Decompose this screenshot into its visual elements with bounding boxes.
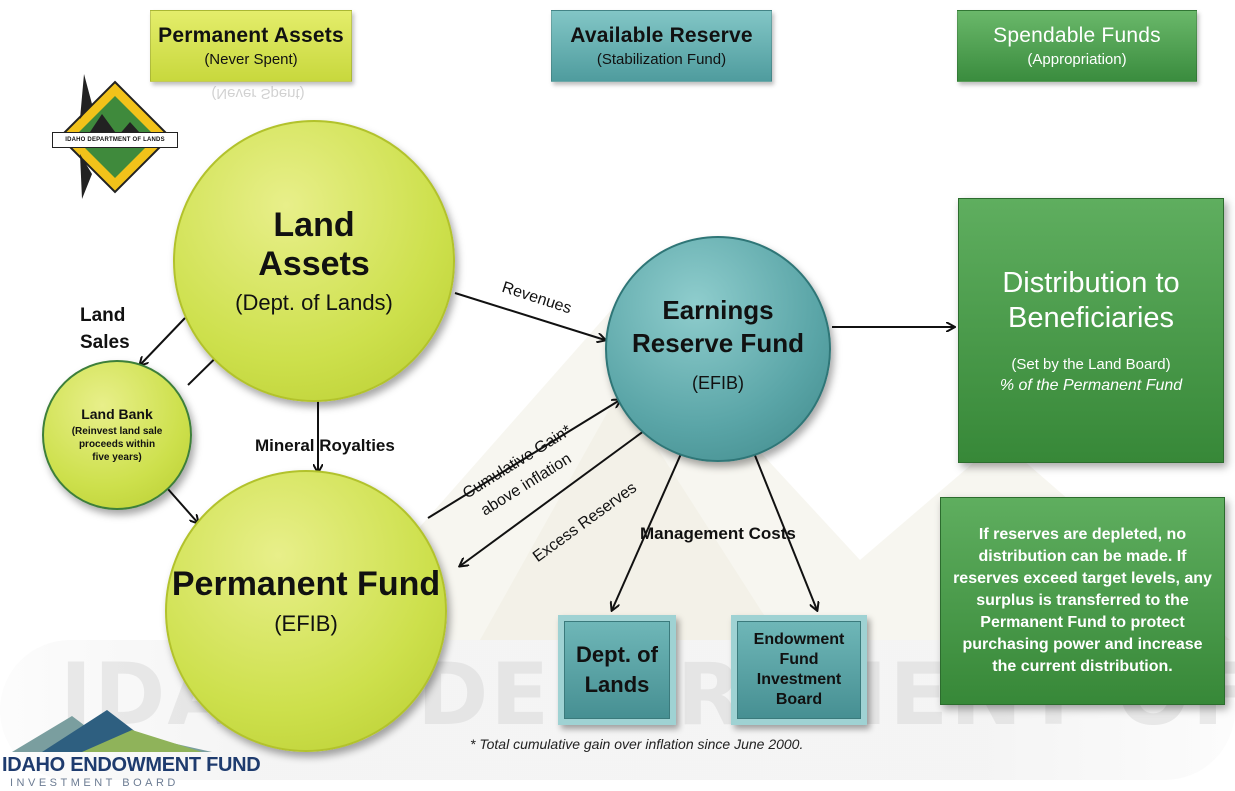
distribution-to-beneficiaries-box: Distribution to Beneficiaries (Set by th… <box>958 198 1224 463</box>
dept-box-line1: Dept. of <box>576 642 658 668</box>
land-bank-note-line1: (Reinvest land sale <box>71 426 163 437</box>
efib-box-line4: Board <box>775 691 823 708</box>
dept-box-line2: Lands <box>584 672 650 697</box>
land-bank-note-line3: five years) <box>92 452 142 463</box>
reserve-policy-note: If reserves are depleted, no distributio… <box>940 497 1225 705</box>
distribution-title-line1: Distribution to <box>1002 267 1180 300</box>
earnings-title-line2: Reserve Fund <box>632 327 804 358</box>
mineral-royalties-label: Mineral Royalties <box>255 436 395 455</box>
footnote: * Total cumulative gain over inflation s… <box>470 736 804 752</box>
note-line: reserves exceed target levels, any <box>953 569 1212 587</box>
permanent-fund-subtitle: (EFIB) <box>274 610 338 636</box>
efib-mountain-logo <box>12 710 212 752</box>
header-title: Permanent Assets <box>158 24 344 47</box>
note-line: If reserves are depleted, no <box>978 525 1187 543</box>
header-subtitle: (Never Spent) <box>204 51 298 68</box>
header-title: Available Reserve <box>570 24 753 47</box>
logo-banner-text: IDAHO DEPARTMENT OF LANDS <box>52 132 178 148</box>
distribution-sub1: (Set by the Land Board) <box>1011 355 1171 373</box>
note-line: surplus is transferred to the <box>976 591 1189 609</box>
note-line: distribution can be made. If <box>978 547 1187 565</box>
efib-box-line3: Investment <box>756 671 842 688</box>
header-subtitle: (Appropriation) <box>1027 51 1127 68</box>
distribution-title-line2: Beneficiaries <box>1007 302 1175 334</box>
efib-box-line1: Endowment <box>753 631 845 648</box>
header-title: Spendable Funds <box>993 24 1161 47</box>
land-assets-circle: Land Assets (Dept. of Lands) <box>173 120 455 402</box>
management-costs-label: Management Costs <box>640 524 796 543</box>
land-sales-label-line2: Sales <box>80 332 130 353</box>
earnings-reserve-fund-circle: Earnings Reserve Fund (EFIB) <box>605 236 831 462</box>
header-permanent-assets: Permanent Assets (Never Spent) <box>150 10 352 82</box>
land-bank-note-line2: proceeds within <box>78 439 156 450</box>
permanent-fund-circle: Permanent Fund (EFIB) <box>165 470 447 752</box>
land-assets-title-line1: Land <box>273 205 355 244</box>
note-line: the current distribution. <box>992 658 1173 676</box>
land-assets-subtitle: (Dept. of Lands) <box>235 290 393 316</box>
dept-of-lands-box: Dept. of Lands <box>558 615 676 725</box>
header-spendable-funds: Spendable Funds (Appropriation) <box>957 10 1197 82</box>
header-available-reserve: Available Reserve (Stabilization Fund) <box>551 10 772 82</box>
distribution-sub2: % of the Permanent Fund <box>999 376 1183 394</box>
land-bank-circle: Land Bank (Reinvest land sale proceeds w… <box>42 360 192 510</box>
efib-logo-sub: INVESTMENT BOARD <box>10 777 179 789</box>
note-line: purchasing power and increase <box>962 636 1203 654</box>
note-line: Permanent Fund to protect <box>980 614 1185 632</box>
permanent-fund-title: Permanent Fund <box>171 565 441 604</box>
land-assets-title-line2: Assets <box>258 245 370 283</box>
earnings-title-line1: Earnings <box>662 295 774 325</box>
efib-box-line2: Fund <box>779 651 819 668</box>
header-subtitle: (Stabilization Fund) <box>596 51 727 68</box>
idaho-department-of-lands-logo: IDAHO DEPARTMENT OF LANDS <box>52 74 178 204</box>
efib-logo-name: IDAHO ENDOWMENT FUND <box>2 754 261 776</box>
efib-box: Endowment Fund Investment Board <box>731 615 867 725</box>
land-sales-label-line1: Land <box>80 305 126 326</box>
land-bank-title: Land Bank <box>81 406 153 422</box>
earnings-subtitle: (EFIB) <box>692 373 744 393</box>
